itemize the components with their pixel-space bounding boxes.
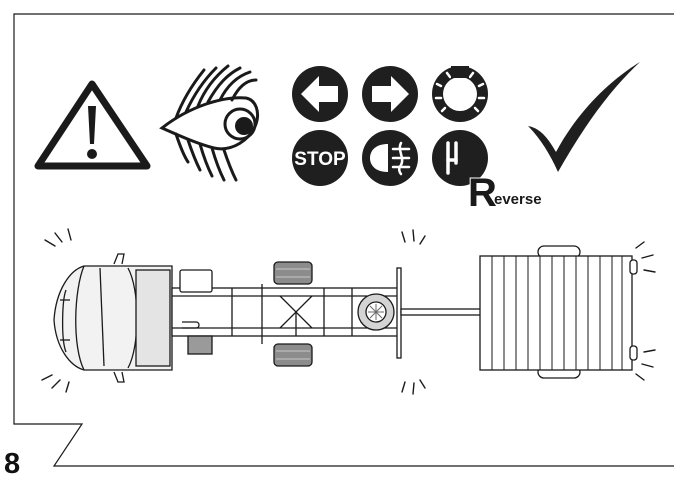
trailer	[479, 245, 638, 379]
eye-icon	[159, 64, 260, 182]
truck-cab	[53, 253, 173, 383]
turn-right-icon	[362, 66, 418, 122]
stop-icon: STOP	[292, 130, 348, 186]
rear-wheels	[261, 261, 313, 367]
warning-triangle-icon	[34, 80, 151, 170]
figure-number: 8	[4, 448, 21, 480]
page-frame	[13, 13, 674, 467]
reverse-initial: R	[468, 171, 497, 215]
reverse-gear-icon: R everse	[432, 130, 542, 216]
rear-light-rays	[401, 229, 426, 395]
vehicle-with-trailer	[41, 228, 656, 395]
lights-icon	[432, 66, 488, 122]
rear-fog-icon	[362, 130, 418, 186]
front-light-rays	[41, 228, 72, 393]
spare-wheel	[357, 293, 395, 331]
trailer-drawbar	[400, 308, 482, 316]
trailer-light-rays	[635, 241, 656, 381]
checkmark-icon	[528, 62, 640, 172]
reverse-label: everse	[494, 191, 542, 208]
stop-label: STOP	[294, 149, 346, 170]
turn-left-icon	[292, 66, 348, 122]
